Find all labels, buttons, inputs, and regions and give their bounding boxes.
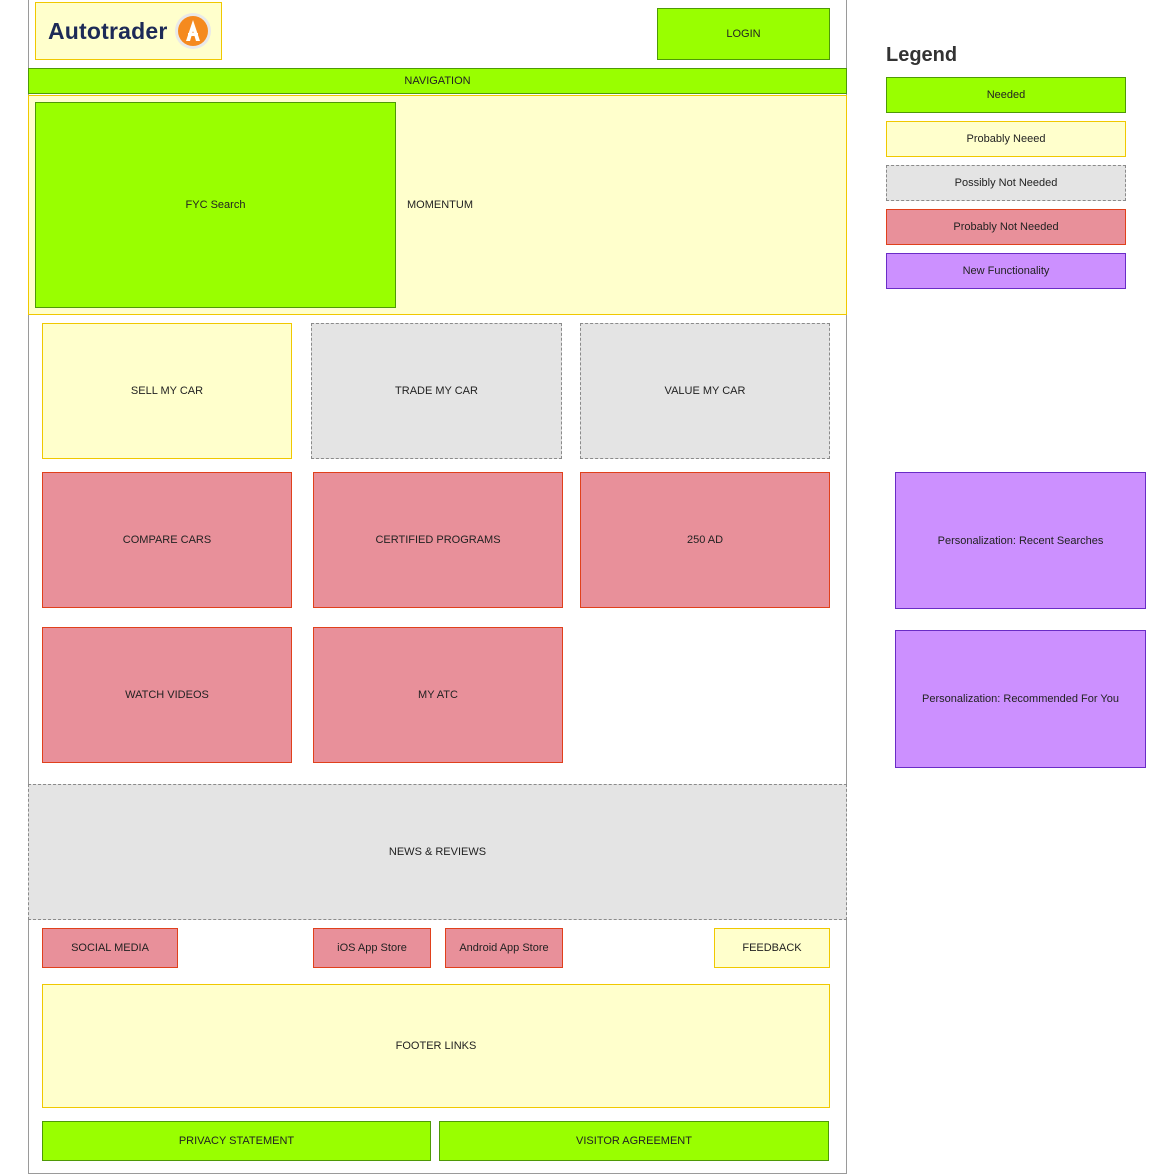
personalization-recommended[interactable]: Personalization: Recommended For You: [895, 630, 1146, 768]
value-my-car-tile[interactable]: VALUE MY CAR: [580, 323, 830, 459]
feedback-button[interactable]: FEEDBACK: [714, 928, 830, 968]
autotrader-a-icon: [174, 13, 211, 49]
legend-possibly-not-needed: Possibly Not Needed: [886, 165, 1126, 201]
ios-app-store-link[interactable]: iOS App Store: [313, 928, 431, 968]
watch-videos-tile[interactable]: WATCH VIDEOS: [42, 627, 292, 763]
legend-needed: Needed: [886, 77, 1126, 113]
legend-title: Legend: [886, 44, 958, 66]
personalization-recent-searches[interactable]: Personalization: Recent Searches: [895, 472, 1146, 609]
legend-probably-needed: Probably Neeed: [886, 121, 1126, 157]
android-app-store-link[interactable]: Android App Store: [445, 928, 563, 968]
logo-wordmark: Autotrader: [48, 17, 168, 44]
compare-cars-tile[interactable]: COMPARE CARS: [42, 472, 292, 608]
footer-links[interactable]: FOOTER LINKS: [42, 984, 830, 1108]
certified-programs-tile[interactable]: CERTIFIED PROGRAMS: [313, 472, 563, 608]
navigation-bar[interactable]: NAVIGATION: [28, 68, 847, 94]
login-button[interactable]: LOGIN: [657, 8, 830, 60]
250-ad-tile[interactable]: 250 AD: [580, 472, 830, 608]
legend-probably-not-needed: Probably Not Needed: [886, 209, 1126, 245]
momentum-label: MOMENTUM: [407, 199, 473, 211]
news-reviews-section[interactable]: NEWS & REVIEWS: [28, 784, 847, 920]
sell-my-car-tile[interactable]: SELL MY CAR: [42, 323, 292, 459]
autotrader-logo[interactable]: Autotrader: [35, 2, 222, 60]
privacy-statement-link[interactable]: PRIVACY STATEMENT: [42, 1121, 431, 1161]
fyc-search-panel[interactable]: FYC Search: [35, 102, 396, 308]
legend-new-functionality: New Functionality: [886, 253, 1126, 289]
social-media-links[interactable]: SOCIAL MEDIA: [42, 928, 178, 968]
visitor-agreement-link[interactable]: VISITOR AGREEMENT: [439, 1121, 829, 1161]
trade-my-car-tile[interactable]: TRADE MY CAR: [311, 323, 562, 459]
my-atc-tile[interactable]: MY ATC: [313, 627, 563, 763]
